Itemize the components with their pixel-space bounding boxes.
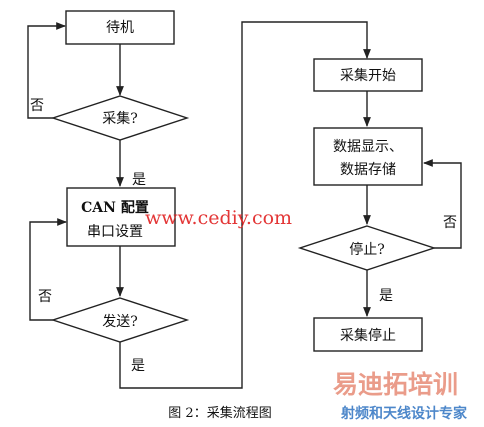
standby-label: 待机 [106,20,134,36]
stop-decision-label: 停止? [349,241,385,258]
standby-box [65,10,175,45]
data-display-label-2: 数据存储 [340,162,396,178]
collect-start-label: 采集开始 [340,67,396,84]
data-display-label-1: 数据显示、 [333,139,403,155]
watermark-tagline: 射频和天线设计专家 [340,405,468,422]
send-decision-label: 发送? [102,314,138,330]
can-config-label-2: 串口设置 [87,224,143,240]
edge-collect-no-loop [27,22,66,119]
data-display-box [313,127,423,186]
collect-decision-label: 采集? [102,110,138,127]
edge-send-no-loop [29,218,67,321]
edge-send-yes [119,21,371,389]
send-no-label: 否 [38,289,52,305]
collect-no-label: 否 [30,98,44,114]
figure-caption: 图 2：采集流程图 [168,405,271,421]
edge-stop-no-loop [423,159,462,249]
collect-start-box [313,58,423,92]
collect-stop-label: 采集停止 [340,327,396,344]
stop-yes-label: 是 [379,288,393,304]
send-yes-label: 是 [131,358,145,374]
watermark-logo: 易迪拓培训 [333,370,458,399]
stop-no-label: 否 [443,215,457,231]
can-config-label-1: CAN 配置 [81,199,149,216]
can-config-box [66,187,176,247]
collect-yes-label: 是 [132,172,146,188]
watermark-url: www.cediy.com [145,207,292,229]
collect-stop-box [313,317,423,352]
